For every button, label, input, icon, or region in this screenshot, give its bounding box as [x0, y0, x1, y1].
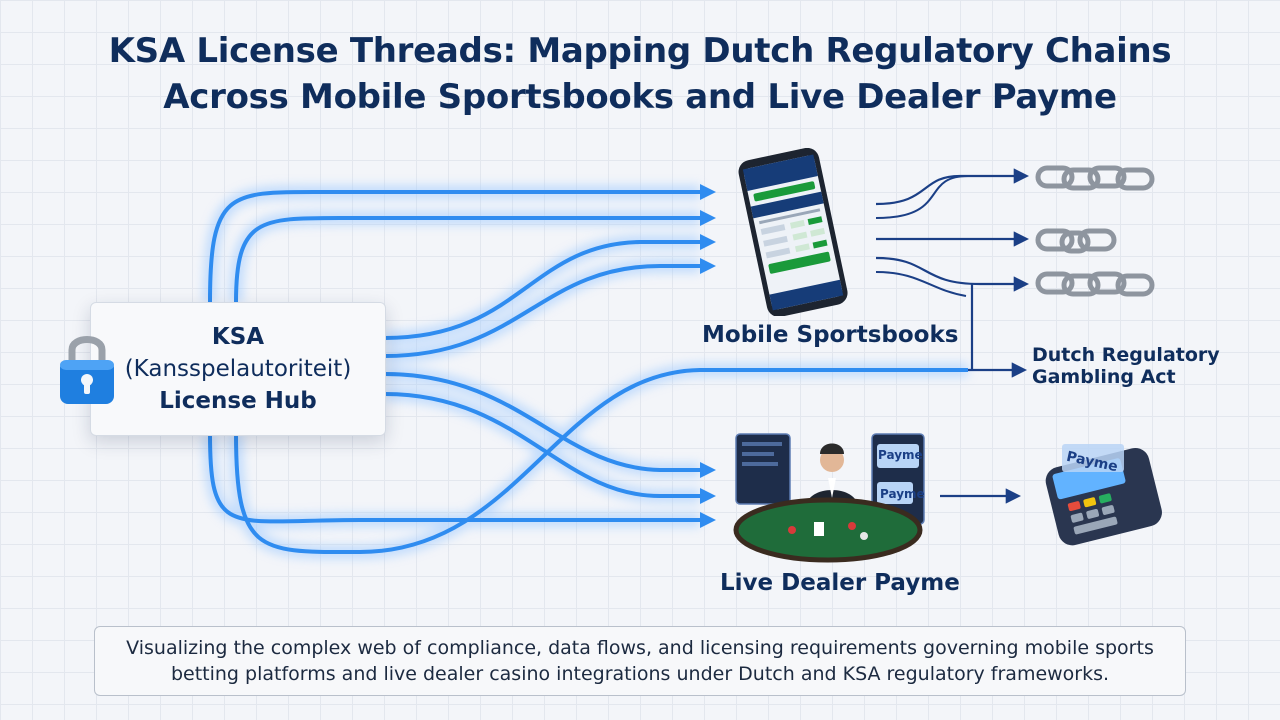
live-dealer-payme-label: Live Dealer Payme — [720, 570, 960, 596]
hub-title: KSA — [211, 324, 265, 350]
thread-hub-to-gambling-act — [234, 368, 968, 555]
thread-hub-to-livedealer-2 — [384, 392, 700, 498]
arrowhead-3 — [700, 234, 716, 250]
title-line-2: Across Mobile Sportsbooks and Live Deale… — [163, 77, 1117, 117]
connector-to-chain-1 — [875, 168, 1030, 206]
thread-hub-to-sportsbook-1 — [208, 189, 700, 303]
mobile-sportsbook-phone-icon — [738, 148, 848, 316]
thread-hub-to-sportsbook-4 — [384, 264, 700, 358]
arrowhead-2 — [700, 210, 716, 226]
arrowhead-7 — [700, 512, 716, 528]
caption-box: Visualizing the complex web of complianc… — [94, 626, 1186, 696]
chain-icon-1 — [1035, 165, 1155, 191]
mobile-sportsbooks-label: Mobile Sportsbooks — [702, 322, 959, 348]
ksa-license-hub: KSA (Kansspelautoriteit) License Hub — [90, 302, 386, 436]
screen-payme-2: Payme — [880, 487, 925, 501]
title-line-1: KSA License Threads: Mapping Dutch Regul… — [108, 31, 1172, 71]
flow-arrowheads — [700, 184, 716, 528]
gambling-act-line-1: Dutch Regulatory — [1032, 344, 1220, 366]
live-dealer-table-icon — [733, 433, 925, 563]
thread-hub-to-livedealer-1 — [384, 372, 700, 472]
chain-icon-3 — [1035, 271, 1155, 297]
arrowhead-1 — [700, 184, 716, 200]
chain-icon-2 — [1035, 228, 1117, 254]
arrowhead-5 — [700, 462, 716, 478]
gambling-act-label: Dutch Regulatory Gambling Act — [1032, 344, 1220, 388]
connector-to-chain-3b — [875, 271, 967, 297]
thread-hub-to-sportsbook-2 — [234, 216, 700, 303]
thread-hub-to-sportsbook-3 — [384, 240, 700, 340]
connector-to-chain-3 — [875, 256, 1030, 292]
hub-label: License Hub — [159, 388, 317, 414]
gambling-act-line-2: Gambling Act — [1032, 366, 1176, 388]
payment-terminal-icon — [1045, 444, 1162, 546]
regulatory-connectors — [875, 168, 1030, 504]
hub-subtitle: (Kansspelautoriteit) — [124, 356, 352, 382]
thread-hub-to-livedealer-3 — [208, 433, 700, 524]
lock-icon — [60, 336, 114, 404]
arrowhead-6 — [700, 488, 716, 504]
page-title: KSA License Threads: Mapping Dutch Regul… — [40, 28, 1240, 120]
arrowhead-4 — [700, 258, 716, 274]
connector-to-chain-1b — [875, 175, 969, 219]
screen-payme-1: Payme — [878, 448, 923, 462]
flow-threads — [208, 189, 968, 555]
